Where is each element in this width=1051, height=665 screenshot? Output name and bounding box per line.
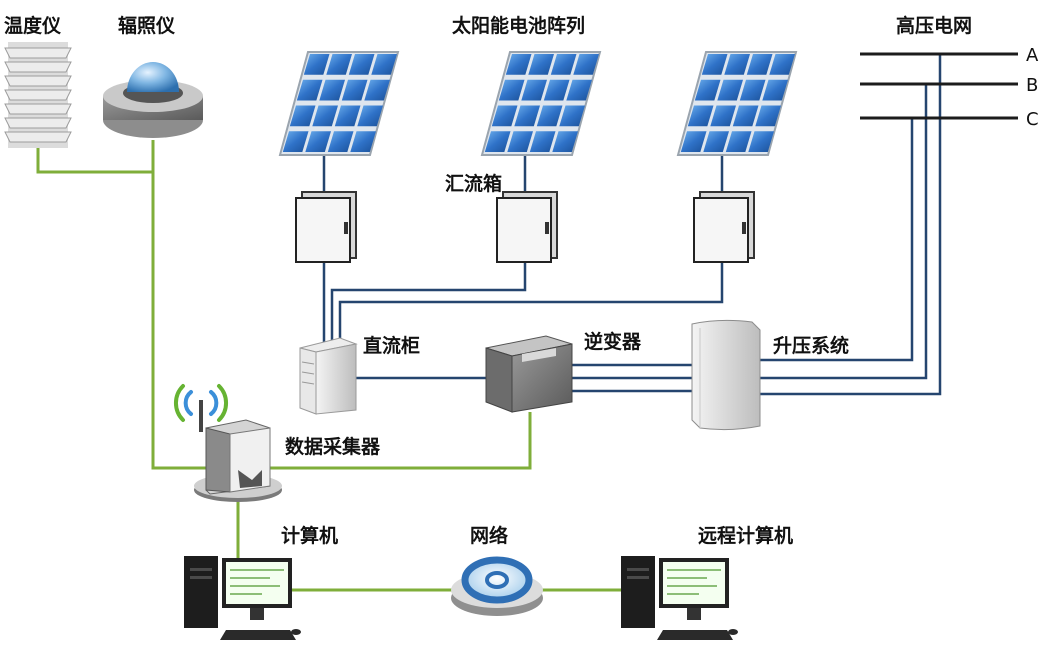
solar-cell (505, 54, 532, 75)
solar-array-label: 太阳能电池阵列 (452, 14, 585, 37)
solar-cell (536, 105, 563, 127)
solar-cell (732, 105, 759, 127)
data-collector-icon (194, 400, 282, 502)
solar-cell (543, 79, 570, 101)
solar-cell (748, 131, 774, 152)
solar-cell (573, 54, 599, 75)
solar-cell (717, 79, 743, 101)
thermometer-label: 温度仪 (4, 14, 62, 37)
booster-grid-line-c (760, 118, 914, 362)
solar-cell (498, 79, 525, 101)
radiometer-icon (103, 62, 203, 138)
computer-icon (184, 556, 301, 640)
grid-label: 高压电网 (896, 14, 972, 37)
booster-grid-line-b (760, 84, 928, 380)
solar-cell (305, 131, 331, 152)
solar-cell (341, 79, 368, 101)
dc-cabinet-icon (299, 337, 358, 415)
solar-panel-3-icon (676, 51, 798, 156)
grid-phase-c-label: C (1026, 109, 1039, 130)
combiner2-dc-line (330, 262, 527, 342)
inverter-data-line (268, 412, 532, 470)
solar-cell (762, 79, 788, 101)
solar-cell (521, 79, 547, 101)
combiner-box-1-icon (295, 191, 357, 263)
booster-system-icon (691, 319, 761, 431)
network-icon (451, 556, 543, 616)
solar-cell (334, 105, 361, 127)
thermometer-icon (4, 42, 72, 148)
solar-cell (566, 79, 592, 101)
solar-cell (296, 79, 323, 101)
solar-cell (559, 105, 585, 127)
solar-cell (746, 54, 773, 75)
solar-cell (529, 131, 556, 152)
combiner-box-2-icon (496, 191, 558, 263)
solar-cell (710, 105, 736, 127)
network-label: 网络 (470, 524, 508, 547)
solar-cell (680, 131, 707, 152)
data-lines (36, 140, 628, 592)
solar-cell (725, 131, 752, 152)
solar-panel-1-icon (278, 51, 400, 156)
solar-cell (552, 131, 578, 152)
solar-cell (739, 79, 766, 101)
solar-panel-2-icon (480, 51, 602, 156)
solar-cell (348, 54, 375, 75)
solar-cell (701, 54, 728, 75)
data-collector-label: 数据采集器 (285, 435, 381, 458)
thermometer-data-line (36, 148, 153, 174)
dc-cabinet-label: 直流柜 (363, 334, 420, 357)
grid-phase-b-label: B (1026, 75, 1038, 96)
solar-cell (491, 105, 518, 127)
solar-cell (327, 131, 354, 152)
radiometer-data-line (151, 140, 212, 470)
remote-computer-label: 远程计算机 (698, 524, 793, 547)
solar-cell (703, 131, 729, 152)
solar-cell (357, 105, 383, 127)
solar-cell (687, 105, 714, 127)
inverter-icon (485, 335, 573, 413)
solar-cell (289, 105, 316, 127)
solar-cell (326, 54, 352, 75)
power-lines (322, 54, 942, 396)
high-voltage-grid (860, 52, 1018, 120)
combiner-box-label: 汇流箱 (445, 172, 502, 195)
combiner3-dc-line (338, 262, 724, 342)
solar-cell (364, 79, 390, 101)
booster-grid-line-a (760, 54, 942, 396)
solar-cell (550, 54, 577, 75)
solar-cell (755, 105, 781, 127)
radiometer-label: 辐照仪 (118, 14, 176, 37)
solar-cell (303, 54, 330, 75)
solar-cell (694, 79, 721, 101)
booster-label: 升压系统 (773, 334, 849, 357)
solar-cell (769, 54, 795, 75)
computer-label: 计算机 (281, 524, 338, 547)
solar-cell (282, 131, 309, 152)
solar-cell (528, 54, 554, 75)
inverter-label: 逆变器 (584, 330, 642, 353)
solar-cell (312, 105, 338, 127)
remote-computer-icon (621, 556, 738, 640)
signal-waves-icon (173, 384, 229, 422)
solar-cell (514, 105, 540, 127)
solar-cell (319, 79, 345, 101)
grid-phase-a-label: A (1026, 45, 1039, 66)
solar-cell (350, 131, 376, 152)
solar-cell (507, 131, 533, 152)
combiner-box-3-icon (693, 191, 755, 263)
solar-cell (484, 131, 511, 152)
solar-cell (371, 54, 397, 75)
solar-cell (724, 54, 750, 75)
